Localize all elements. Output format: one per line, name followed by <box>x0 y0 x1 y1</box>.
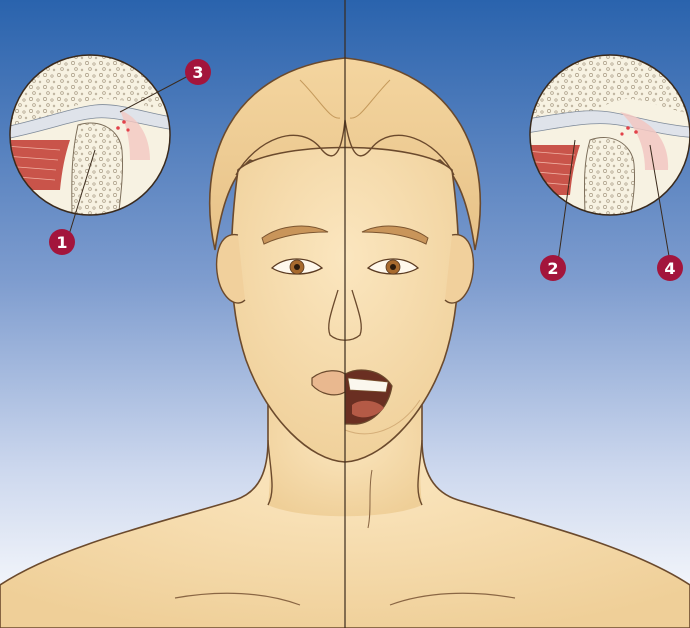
marker-1: 1 <box>49 229 75 255</box>
svg-text:4: 4 <box>664 259 675 278</box>
pupil-right <box>390 264 396 270</box>
svg-text:3: 3 <box>192 63 203 82</box>
marker-2: 2 <box>540 255 566 281</box>
pupil-left <box>294 264 300 270</box>
svg-text:1: 1 <box>56 233 67 252</box>
svg-text:2: 2 <box>547 259 558 278</box>
marker-4: 4 <box>657 255 683 281</box>
marker-3: 3 <box>185 59 211 85</box>
